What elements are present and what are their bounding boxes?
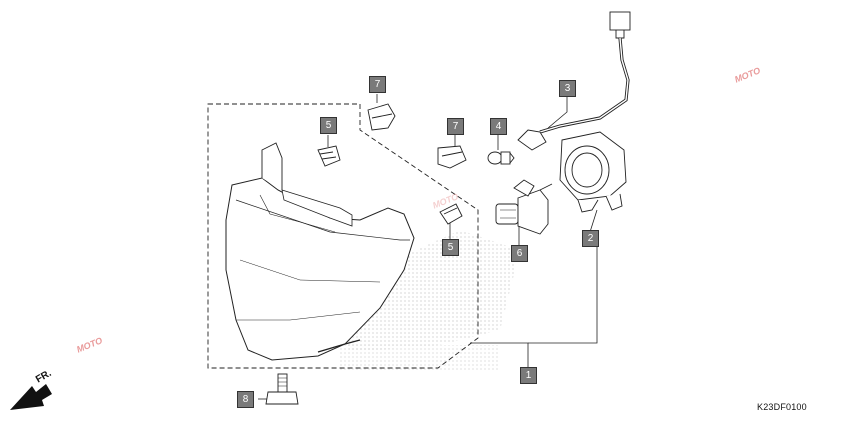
callout-5-upper: 5: [320, 117, 337, 134]
leader-lines: [258, 94, 598, 400]
dotted-background-logo: [330, 230, 520, 372]
callout-5-lower: 5: [442, 239, 459, 256]
rubber-cap-7a: [367, 103, 396, 131]
callout-6: 6: [511, 245, 528, 262]
diagram-code: K23DF0100: [757, 402, 807, 412]
socket-part-5a: [317, 145, 341, 167]
callout-2: 2: [582, 230, 599, 247]
assembly-boundary-dashed: [207, 103, 479, 369]
callout-8: 8: [237, 391, 254, 408]
callout-3: 3: [559, 80, 576, 97]
callout-1: 1: [520, 367, 537, 384]
headlight-bulb-6: [495, 179, 553, 235]
position-bulb-4: [487, 151, 515, 165]
wire-harness-3: [517, 11, 631, 151]
socket-part-5b: [439, 203, 463, 225]
headlight-housing: [225, 142, 415, 361]
front-direction-arrow: [10, 384, 52, 410]
callout-7-right: 7: [447, 118, 464, 135]
rubber-cap-7b: [437, 145, 467, 169]
callout-7-left: 7: [369, 76, 386, 93]
callout-4: 4: [490, 118, 507, 135]
dust-cover-2: [559, 131, 627, 213]
bolt-8: [265, 373, 299, 405]
